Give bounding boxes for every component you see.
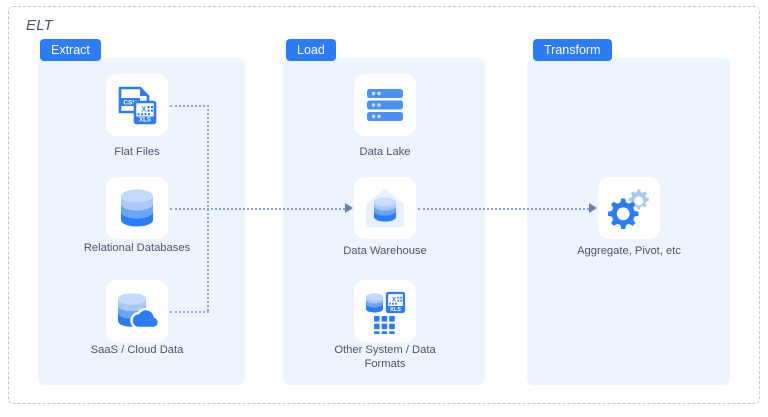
arrowhead-to-load: [345, 203, 353, 213]
diagram-title: ELT: [26, 17, 53, 34]
diagram-outer-border: [8, 6, 760, 404]
svg-text:CSV: CSV: [123, 100, 137, 107]
node-flat-files[interactable]: CSV X XLS: [106, 74, 168, 136]
node-other-system-data-formats[interactable]: X XLS: [354, 280, 416, 342]
svg-text:X: X: [142, 107, 147, 114]
node-relational-databases[interactable]: [106, 177, 168, 239]
stage-badge-load: Load: [286, 39, 336, 61]
node-label-relational-databases: Relational Databases: [83, 242, 191, 254]
connector-flat-files: [170, 105, 209, 107]
svg-text:X: X: [392, 297, 397, 304]
database-cylinder-icon: [116, 186, 158, 230]
connector-saas: [170, 311, 209, 313]
node-label-other-system-data-formats: Other System / Data Formats: [334, 344, 436, 370]
node-data-lake[interactable]: [354, 74, 416, 136]
node-data-warehouse[interactable]: [354, 177, 416, 239]
csv-xls-files-icon: CSV X XLS: [114, 82, 160, 128]
node-label-aggregate-pivot: Aggregate, Pivot, etc: [577, 245, 681, 257]
node-label-data-lake: Data Lake: [359, 146, 411, 158]
node-label-flat-files: Flat Files: [114, 146, 160, 158]
svg-text:XLS: XLS: [390, 307, 401, 313]
connector-load-to-transform: [418, 208, 589, 210]
server-rack-icon: [364, 84, 406, 126]
node-saas-cloud-data[interactable]: [106, 280, 168, 342]
warehouse-database-icon: [362, 185, 408, 231]
node-aggregate-pivot[interactable]: [598, 177, 660, 239]
gears-icon: [606, 185, 652, 231]
stage-badge-extract: Extract: [40, 39, 101, 61]
arrowhead-to-transform: [589, 203, 597, 213]
node-label-saas-cloud-data: SaaS / Cloud Data: [90, 344, 184, 356]
cloud-database-icon: [114, 288, 160, 334]
connector-extract-to-load: [170, 208, 345, 210]
svg-text:XLS: XLS: [139, 117, 151, 124]
stage-badge-transform: Transform: [533, 39, 612, 61]
mixed-data-formats-icon: X XLS: [362, 288, 408, 334]
node-label-data-warehouse: Data Warehouse: [343, 245, 427, 257]
